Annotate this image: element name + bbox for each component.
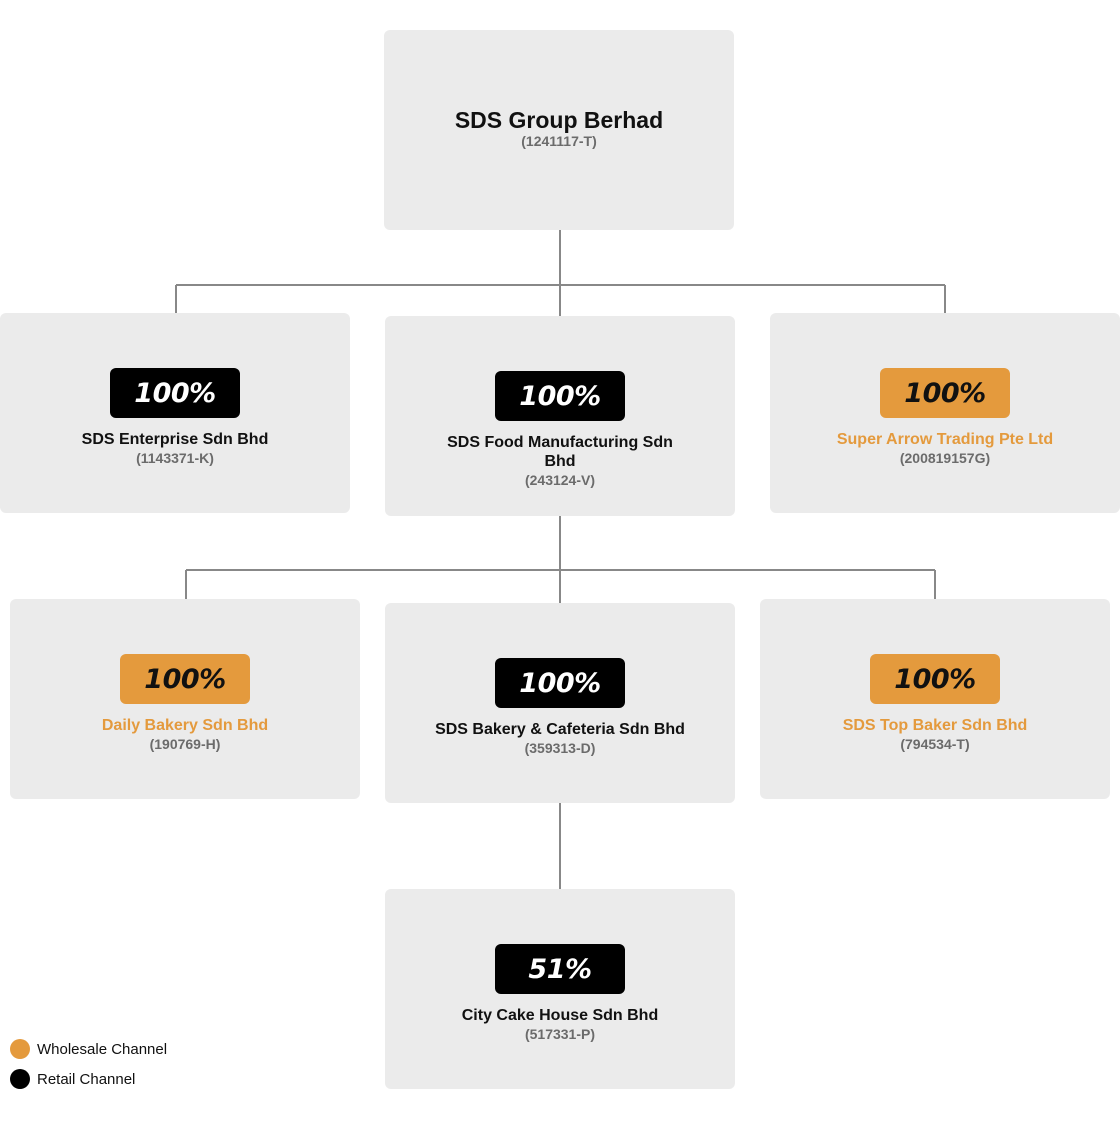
ownership-badge: 100% bbox=[495, 371, 625, 421]
node-label: Daily Bakery Sdn Bhd (190769-H) bbox=[10, 716, 360, 754]
node-sds-bakery-cafeteria: 100% SDS Bakery & Cafeteria Sdn Bhd (359… bbox=[385, 603, 735, 803]
company-registration: (794534-T) bbox=[900, 736, 970, 752]
company-name: SDS Bakery & Cafeteria Sdn Bhd bbox=[435, 721, 685, 738]
node-label: City Cake House Sdn Bhd (517331-P) bbox=[385, 1006, 735, 1044]
node-sds-group-berhad: SDS Group Berhad (1241117-T) bbox=[384, 30, 734, 230]
wholesale-dot-icon bbox=[10, 1039, 30, 1059]
company-name: SDS Enterprise Sdn Bhd bbox=[81, 431, 269, 448]
node-sds-top-baker: 100% SDS Top Baker Sdn Bhd (794534-T) bbox=[760, 599, 1110, 799]
company-registration: (243124-V) bbox=[524, 472, 596, 488]
node-label: SDS Top Baker Sdn Bhd (794534-T) bbox=[760, 716, 1110, 754]
company-registration: (359313-D) bbox=[524, 740, 596, 756]
company-registration: (200819157G) bbox=[899, 450, 991, 466]
retail-dot-icon bbox=[10, 1069, 30, 1089]
ownership-badge: 51% bbox=[495, 944, 625, 994]
legend-label-retail: Retail Channel bbox=[37, 1070, 136, 1088]
node-label: SDS Enterprise Sdn Bhd (1143371-K) bbox=[0, 430, 350, 468]
ownership-badge: 100% bbox=[495, 658, 625, 708]
company-registration: (1241117-T) bbox=[521, 133, 597, 149]
ownership-badge: 100% bbox=[120, 654, 250, 704]
node-label: SDS Group Berhad (1241117-T) bbox=[384, 106, 734, 148]
legend-label-wholesale: Wholesale Channel bbox=[37, 1040, 168, 1058]
legend-item-wholesale: Wholesale Channel bbox=[10, 1039, 167, 1059]
ownership-badge: 100% bbox=[870, 654, 1000, 704]
ownership-badge: 100% bbox=[110, 368, 240, 418]
node-city-cake-house: 51% City Cake House Sdn Bhd (517331-P) bbox=[385, 889, 735, 1089]
node-sds-food-manufacturing: 100% SDS Food Manufacturing Sdn Bhd (243… bbox=[385, 316, 735, 516]
company-registration: (1143371-K) bbox=[136, 450, 214, 466]
node-label: SDS Bakery & Cafeteria Sdn Bhd (359313-D… bbox=[385, 720, 735, 758]
ownership-badge: 100% bbox=[880, 368, 1010, 418]
legend-item-retail: Retail Channel bbox=[10, 1069, 167, 1089]
node-daily-bakery: 100% Daily Bakery Sdn Bhd (190769-H) bbox=[10, 599, 360, 799]
company-registration: (190769-H) bbox=[149, 736, 221, 752]
node-super-arrow-trading: 100% Super Arrow Trading Pte Ltd (200819… bbox=[770, 313, 1120, 513]
company-registration: (517331-P) bbox=[524, 1026, 596, 1042]
company-name: City Cake House Sdn Bhd bbox=[461, 1007, 659, 1024]
legend: Wholesale Channel Retail Channel bbox=[10, 1039, 167, 1099]
node-label: Super Arrow Trading Pte Ltd (200819157G) bbox=[770, 430, 1120, 468]
node-label: SDS Food Manufacturing Sdn Bhd (243124-V… bbox=[445, 433, 675, 490]
node-sds-enterprise: 100% SDS Enterprise Sdn Bhd (1143371-K) bbox=[0, 313, 350, 513]
company-name: Super Arrow Trading Pte Ltd bbox=[836, 431, 1054, 448]
company-name: SDS Food Manufacturing Sdn Bhd bbox=[447, 434, 673, 470]
company-name: SDS Group Berhad bbox=[454, 107, 664, 133]
company-name: SDS Top Baker Sdn Bhd bbox=[842, 717, 1028, 734]
company-name: Daily Bakery Sdn Bhd bbox=[101, 717, 269, 734]
